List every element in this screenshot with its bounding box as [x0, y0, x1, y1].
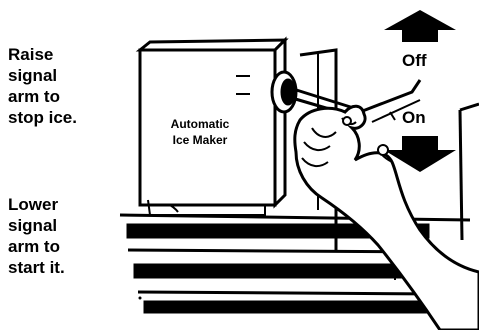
ice-maker-box: [135, 36, 289, 216]
raise-line-3: arm to: [8, 87, 60, 106]
lower-line-2: signal: [8, 216, 58, 235]
raise-line-4: stop ice.: [8, 108, 77, 127]
down-arrow-icon: [384, 136, 456, 172]
lower-line-1: Lower: [8, 195, 59, 214]
hand-icon: [293, 104, 479, 330]
raise-line-2: signal: [8, 66, 58, 85]
lower-instruction: Lower signal arm to start it.: [8, 194, 65, 278]
raise-instruction: Raise signal arm to stop ice.: [8, 44, 77, 128]
up-arrow-icon: [384, 10, 456, 42]
on-label: On: [402, 108, 426, 127]
arm-pivot-knob: [270, 70, 298, 114]
raise-line-1: Raise: [8, 45, 54, 64]
off-label: Off: [402, 51, 427, 70]
lower-line-3: arm to: [8, 237, 60, 256]
lower-line-4: start it.: [8, 258, 65, 277]
device-label-line-1: Automatic: [170, 117, 230, 131]
device-label-line-2: Ice Maker: [172, 133, 228, 147]
